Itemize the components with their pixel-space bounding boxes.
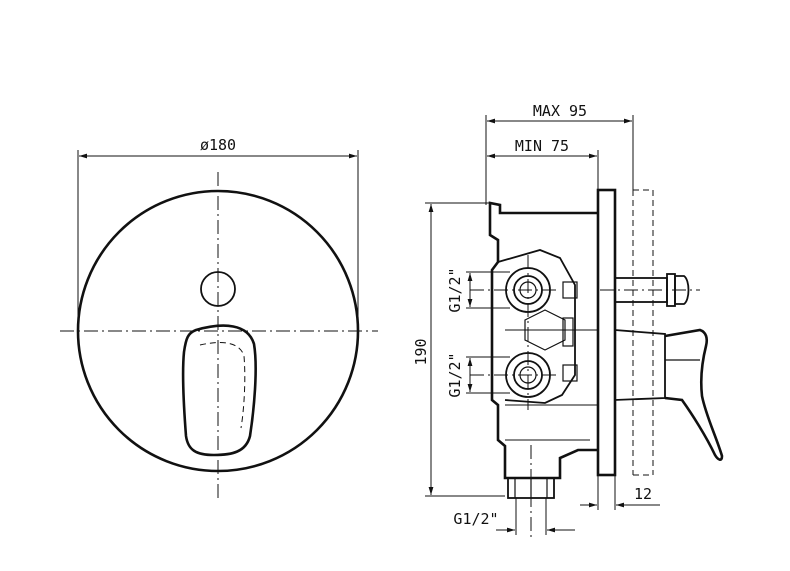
outlet-label: G1/2" <box>453 510 498 528</box>
min-depth-label: MIN 75 <box>515 137 569 155</box>
front-view: ø180 <box>60 136 378 500</box>
body-lug-3 <box>562 317 574 347</box>
inlet-bottom-label: G1/2" <box>446 352 464 397</box>
diameter-label: ø180 <box>200 136 236 154</box>
height-label: 190 <box>412 338 430 365</box>
cover-plate-circle <box>76 189 360 473</box>
diverter-knob <box>200 271 236 307</box>
side-view: MAX 95 MIN 75 190 <box>412 102 724 540</box>
inlet-top-label: G1/2" <box>446 267 464 312</box>
cover-plate-side <box>596 188 617 477</box>
valve-body-outline <box>488 201 598 480</box>
body-lug-2 <box>562 364 578 382</box>
lever-handle <box>181 324 257 457</box>
max-depth-label: MAX 95 <box>533 102 587 120</box>
body-rib-1 <box>524 309 566 351</box>
body-lug-1 <box>562 281 578 299</box>
lever-handle-inner-line <box>199 342 246 429</box>
lever-side <box>614 328 724 461</box>
plate-thickness-label: 12 <box>634 485 652 503</box>
